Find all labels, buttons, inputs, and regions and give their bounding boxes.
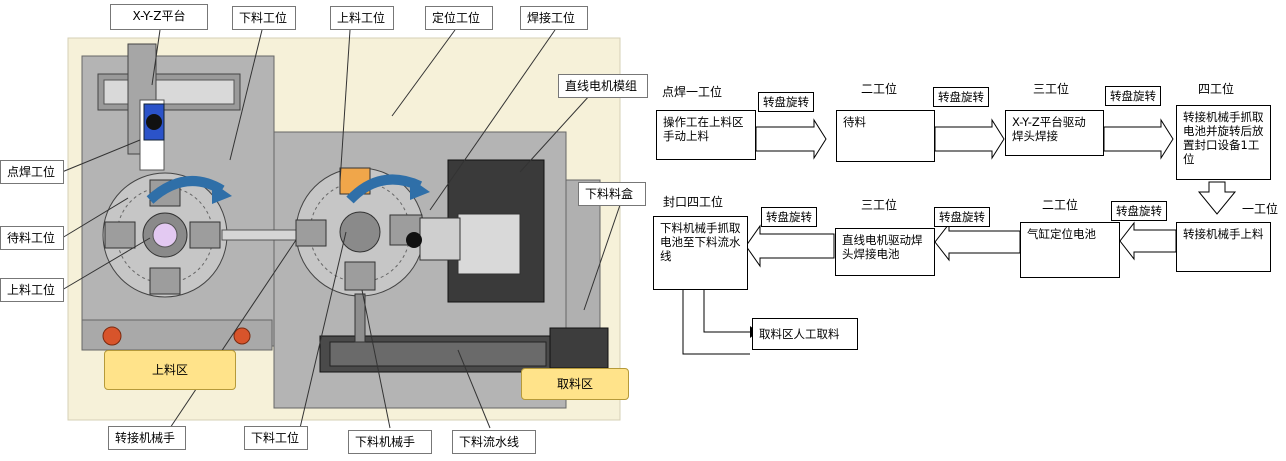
station-title-row2-1: 一工位 [1242,202,1279,216]
flow-arrows [682,118,1237,355]
rotate-label-6: 转盘旋转 [761,207,817,227]
station-title-row2-3: 三工位 [861,198,898,212]
callout-unload-station-top: 下料工位 [232,6,296,30]
flow-box-wait: 待料 [836,110,935,162]
rotate-label-4: 转盘旋转 [1111,201,1167,221]
zone-load-area: 上料区 [104,350,236,390]
flow-box-manual-load: 操作工在上料区手动上料 [656,110,756,160]
rotate-label-2: 转盘旋转 [933,87,989,107]
callout-unload-arm: 下料机械手 [348,430,432,454]
flow-box-transfer-rotate: 转接机械手抓取电池并旋转后放置封口设备1工位 [1176,105,1271,180]
station-title-row1-2: 二工位 [861,82,898,96]
station-title-spot-weld-1: 点焊一工位 [662,85,723,99]
callout-unload-station-bottom: 下料工位 [244,426,308,450]
flow-box-xyz-weld: X-Y-Z平台驱动焊头焊接 [1005,110,1104,156]
callout-linear-motor: 直线电机模组 [558,74,648,98]
callout-position-station: 定位工位 [425,6,493,30]
callout-transfer-arm: 转接机械手 [108,426,186,450]
callout-wait-station: 待料工位 [0,226,64,250]
callout-weld-station: 焊接工位 [520,6,588,30]
rotate-label-3: 转盘旋转 [1105,86,1161,106]
station-title-row1-3: 三工位 [1033,82,1070,96]
machine-illustration: X-Y-Z平台 下料工位 上料工位 定位工位 焊接工位 直线电机模组 点焊工位 … [0,4,648,454]
machine-drawing [61,29,621,429]
flow-box-linear-weld: 直线电机驱动焊头焊接电池 [835,228,935,276]
flow-box-cylinder-position: 气缸定位电池 [1020,222,1120,278]
station-title-seal-4: 封口四工位 [663,195,724,209]
flow-box-unload-arm: 下料机械手抓取电池至下料流水线 [653,216,748,290]
zone-pickup-area: 取料区 [521,368,629,400]
callout-xyz-platform: X-Y-Z平台 [110,4,208,30]
callout-spot-weld: 点焊工位 [0,160,64,184]
station-title-row1-4: 四工位 [1198,82,1235,96]
rotate-label-5: 转盘旋转 [934,207,990,227]
station-title-row2-2: 二工位 [1042,198,1079,212]
flow-box-manual-pickup: 取料区人工取料 [752,318,858,350]
callout-load-station-top: 上料工位 [330,6,394,30]
callout-unload-line: 下料流水线 [452,430,536,454]
callout-unload-box: 下料料盒 [578,182,646,206]
callout-load-station-left: 上料工位 [0,278,64,302]
flow-chart: 点焊一工位 二工位 三工位 四工位 一工位 二工位 三工位 封口四工位 操作工在… [650,0,1286,461]
flow-box-transfer-load: 转接机械手上料 [1176,222,1271,272]
rotate-label-1: 转盘旋转 [758,92,814,112]
